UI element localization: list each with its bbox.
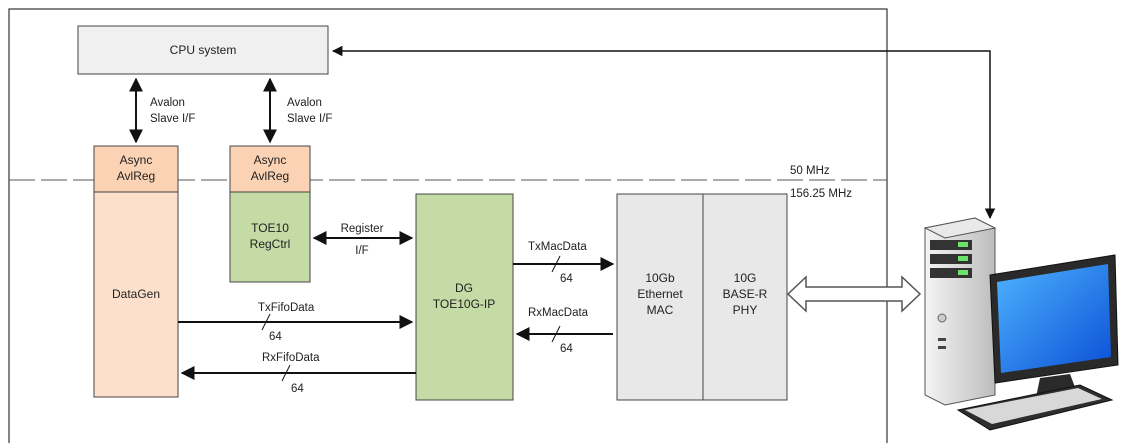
- txmacdata-bus-slash: [551, 255, 561, 273]
- rxmacdata-bus-slash: [551, 325, 561, 343]
- mac-line1: 10Gb: [645, 271, 675, 285]
- phy-line1: 10G: [734, 271, 757, 285]
- phy-line2: BASE-R: [723, 287, 768, 301]
- mac-line2: Ethernet: [637, 287, 683, 301]
- clock-50mhz-label: 50 MHz: [790, 165, 830, 177]
- txfifodata-label: TxFifoData: [258, 302, 315, 314]
- clock-156mhz-label: 156.25 MHz: [790, 188, 852, 200]
- txmacdata-label: TxMacData: [528, 241, 587, 253]
- cpu-to-pc-arrow: [331, 45, 996, 220]
- rxmacdata-width: 64: [560, 343, 573, 355]
- toe-line1: DG: [455, 281, 473, 295]
- phy-block: [702, 193, 788, 401]
- ethernet-mac-block: [616, 193, 704, 401]
- rxfifodata-label: RxFifoData: [262, 352, 320, 364]
- regctrl-line1: TOE10: [251, 221, 289, 235]
- cpu-system-block: [77, 25, 329, 75]
- async1-line2: AvlReg: [117, 169, 155, 183]
- datagen-block: [93, 191, 179, 398]
- datagen-label: DataGen: [112, 287, 160, 301]
- ethernet-link-arrow: [786, 275, 922, 313]
- avalon1-line2: Slave I/F: [150, 113, 195, 125]
- rxmacdata-label: RxMacData: [528, 307, 589, 319]
- async2-line2: AvlReg: [251, 169, 289, 183]
- regctrl-line2: RegCtrl: [250, 237, 291, 251]
- mac-line3: MAC: [647, 303, 674, 317]
- rxfifodata-width: 64: [291, 383, 304, 395]
- phy-line3: PHY: [733, 303, 758, 317]
- rxfifodata-bus-slash: [281, 364, 291, 382]
- avalon1-line1: Avalon: [150, 97, 185, 109]
- toe10g-ip-block: [415, 193, 514, 401]
- register-line2: I/F: [355, 245, 368, 257]
- register-line1: Register: [341, 223, 384, 235]
- async2-line1: Async: [254, 153, 287, 167]
- txmacdata-width: 64: [560, 273, 573, 285]
- avalon2-line1: Avalon: [287, 97, 322, 109]
- toe-line2: TOE10G-IP: [433, 297, 495, 311]
- txfifodata-width: 64: [269, 331, 282, 343]
- fpga-boundary: [8, 8, 888, 443]
- toe10-regctrl-block: [229, 191, 311, 283]
- avalon2-line2: Slave I/F: [287, 113, 332, 125]
- async-avlreg-2-block: [229, 145, 311, 193]
- txfifodata-bus-slash: [261, 313, 271, 331]
- async1-line1: Async: [120, 153, 153, 167]
- desktop-computer-icon: [923, 217, 1119, 431]
- cpu-system-label: CPU system: [170, 43, 237, 57]
